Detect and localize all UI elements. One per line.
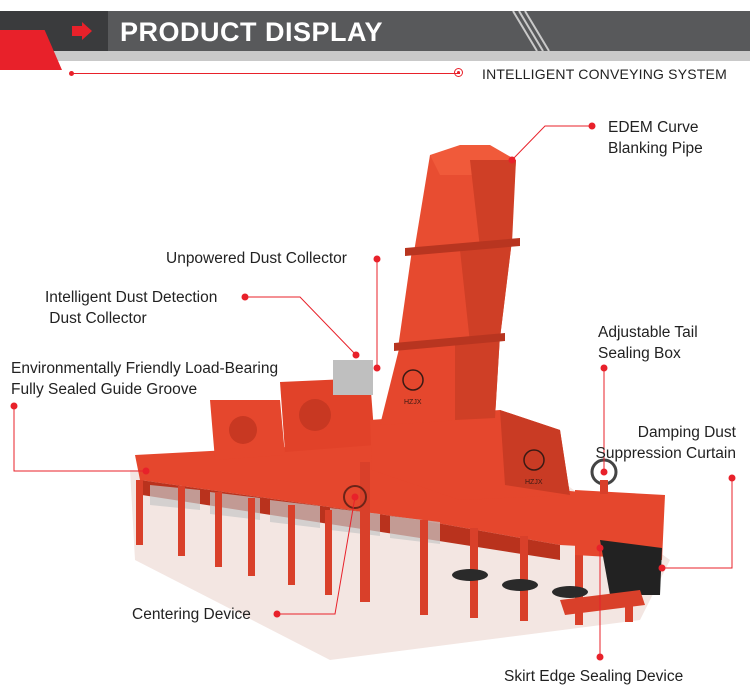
page-subtitle: INTELLIGENT CONVEYING SYSTEM — [482, 66, 727, 82]
label-damping-curtain-text: Damping Dust Suppression Curtain — [595, 424, 736, 462]
label-damping-curtain: Damping Dust Suppression Curtain — [560, 422, 736, 464]
target-icon — [454, 68, 463, 77]
arrow-right-icon — [72, 22, 92, 40]
page-title: PRODUCT DISPLAY — [120, 17, 384, 47]
label-edem-pipe: EDEM Curve Blanking Pipe — [608, 117, 703, 159]
label-unpowered-collector-text: Unpowered Dust Collector — [166, 250, 347, 267]
label-skirt-sealing: Skirt Edge Sealing Device — [504, 666, 683, 687]
subtitle-rule — [70, 73, 460, 74]
label-centering-device: Centering Device — [132, 604, 251, 625]
header-stripes — [512, 11, 550, 52]
rule-dot — [69, 71, 74, 76]
label-guide-groove: Environmentally Friendly Load-Bearing Fu… — [11, 358, 278, 400]
label-guide-groove-text: Environmentally Friendly Load-Bearing Fu… — [11, 360, 279, 398]
label-tail-box: Adjustable Tail Sealing Box — [598, 322, 698, 364]
brand-mark: HZJX — [404, 399, 422, 406]
brand-mark-2: HZJX — [525, 479, 543, 486]
label-intelligent-collector-text: Intelligent Dust Detection Dust Collecto… — [45, 289, 218, 327]
label-unpowered-collector: Unpowered Dust Collector — [166, 248, 347, 269]
label-skirt-sealing-text: Skirt Edge Sealing Device — [504, 668, 684, 685]
label-intelligent-collector: Intelligent Dust Detection Dust Collecto… — [45, 287, 217, 329]
label-tail-box-text: Adjustable Tail Sealing Box — [598, 324, 698, 362]
label-centering-device-text: Centering Device — [132, 606, 251, 623]
header-bar — [0, 11, 750, 51]
label-edem-pipe-text: EDEM Curve Blanking Pipe — [608, 119, 703, 157]
header-underbar — [0, 51, 750, 61]
